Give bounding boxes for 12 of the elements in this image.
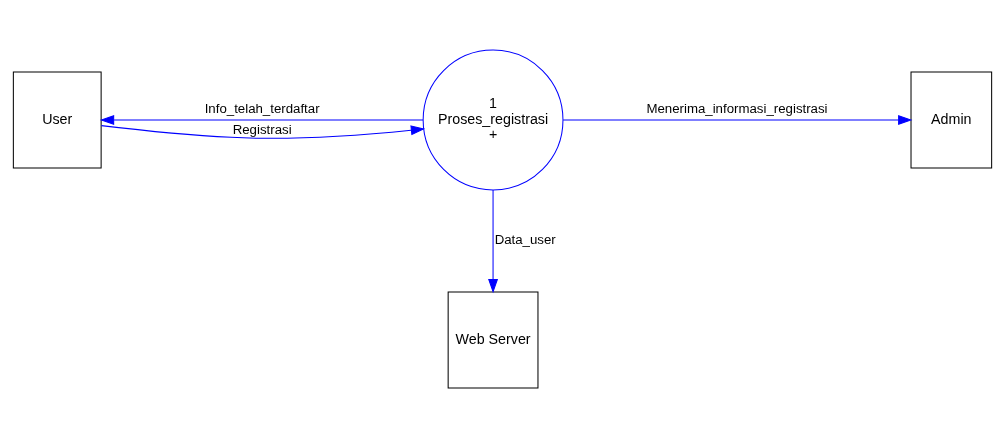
node-box: Web Server xyxy=(447,291,539,389)
arrow xyxy=(99,115,424,125)
edge-label: Info_telah_terdaftar xyxy=(204,101,320,117)
arrow xyxy=(562,115,913,125)
edge-label: Menerima_informasi_registrasi xyxy=(646,101,828,117)
node-box: User xyxy=(12,71,102,169)
edge-label: Registrasi xyxy=(232,121,292,137)
node-box: Admin xyxy=(910,71,993,169)
arrow xyxy=(100,125,426,139)
edge-label: Data_user xyxy=(494,232,556,248)
node-circle: 1 Proses_registrasi + xyxy=(422,49,564,191)
arrow xyxy=(488,189,499,294)
